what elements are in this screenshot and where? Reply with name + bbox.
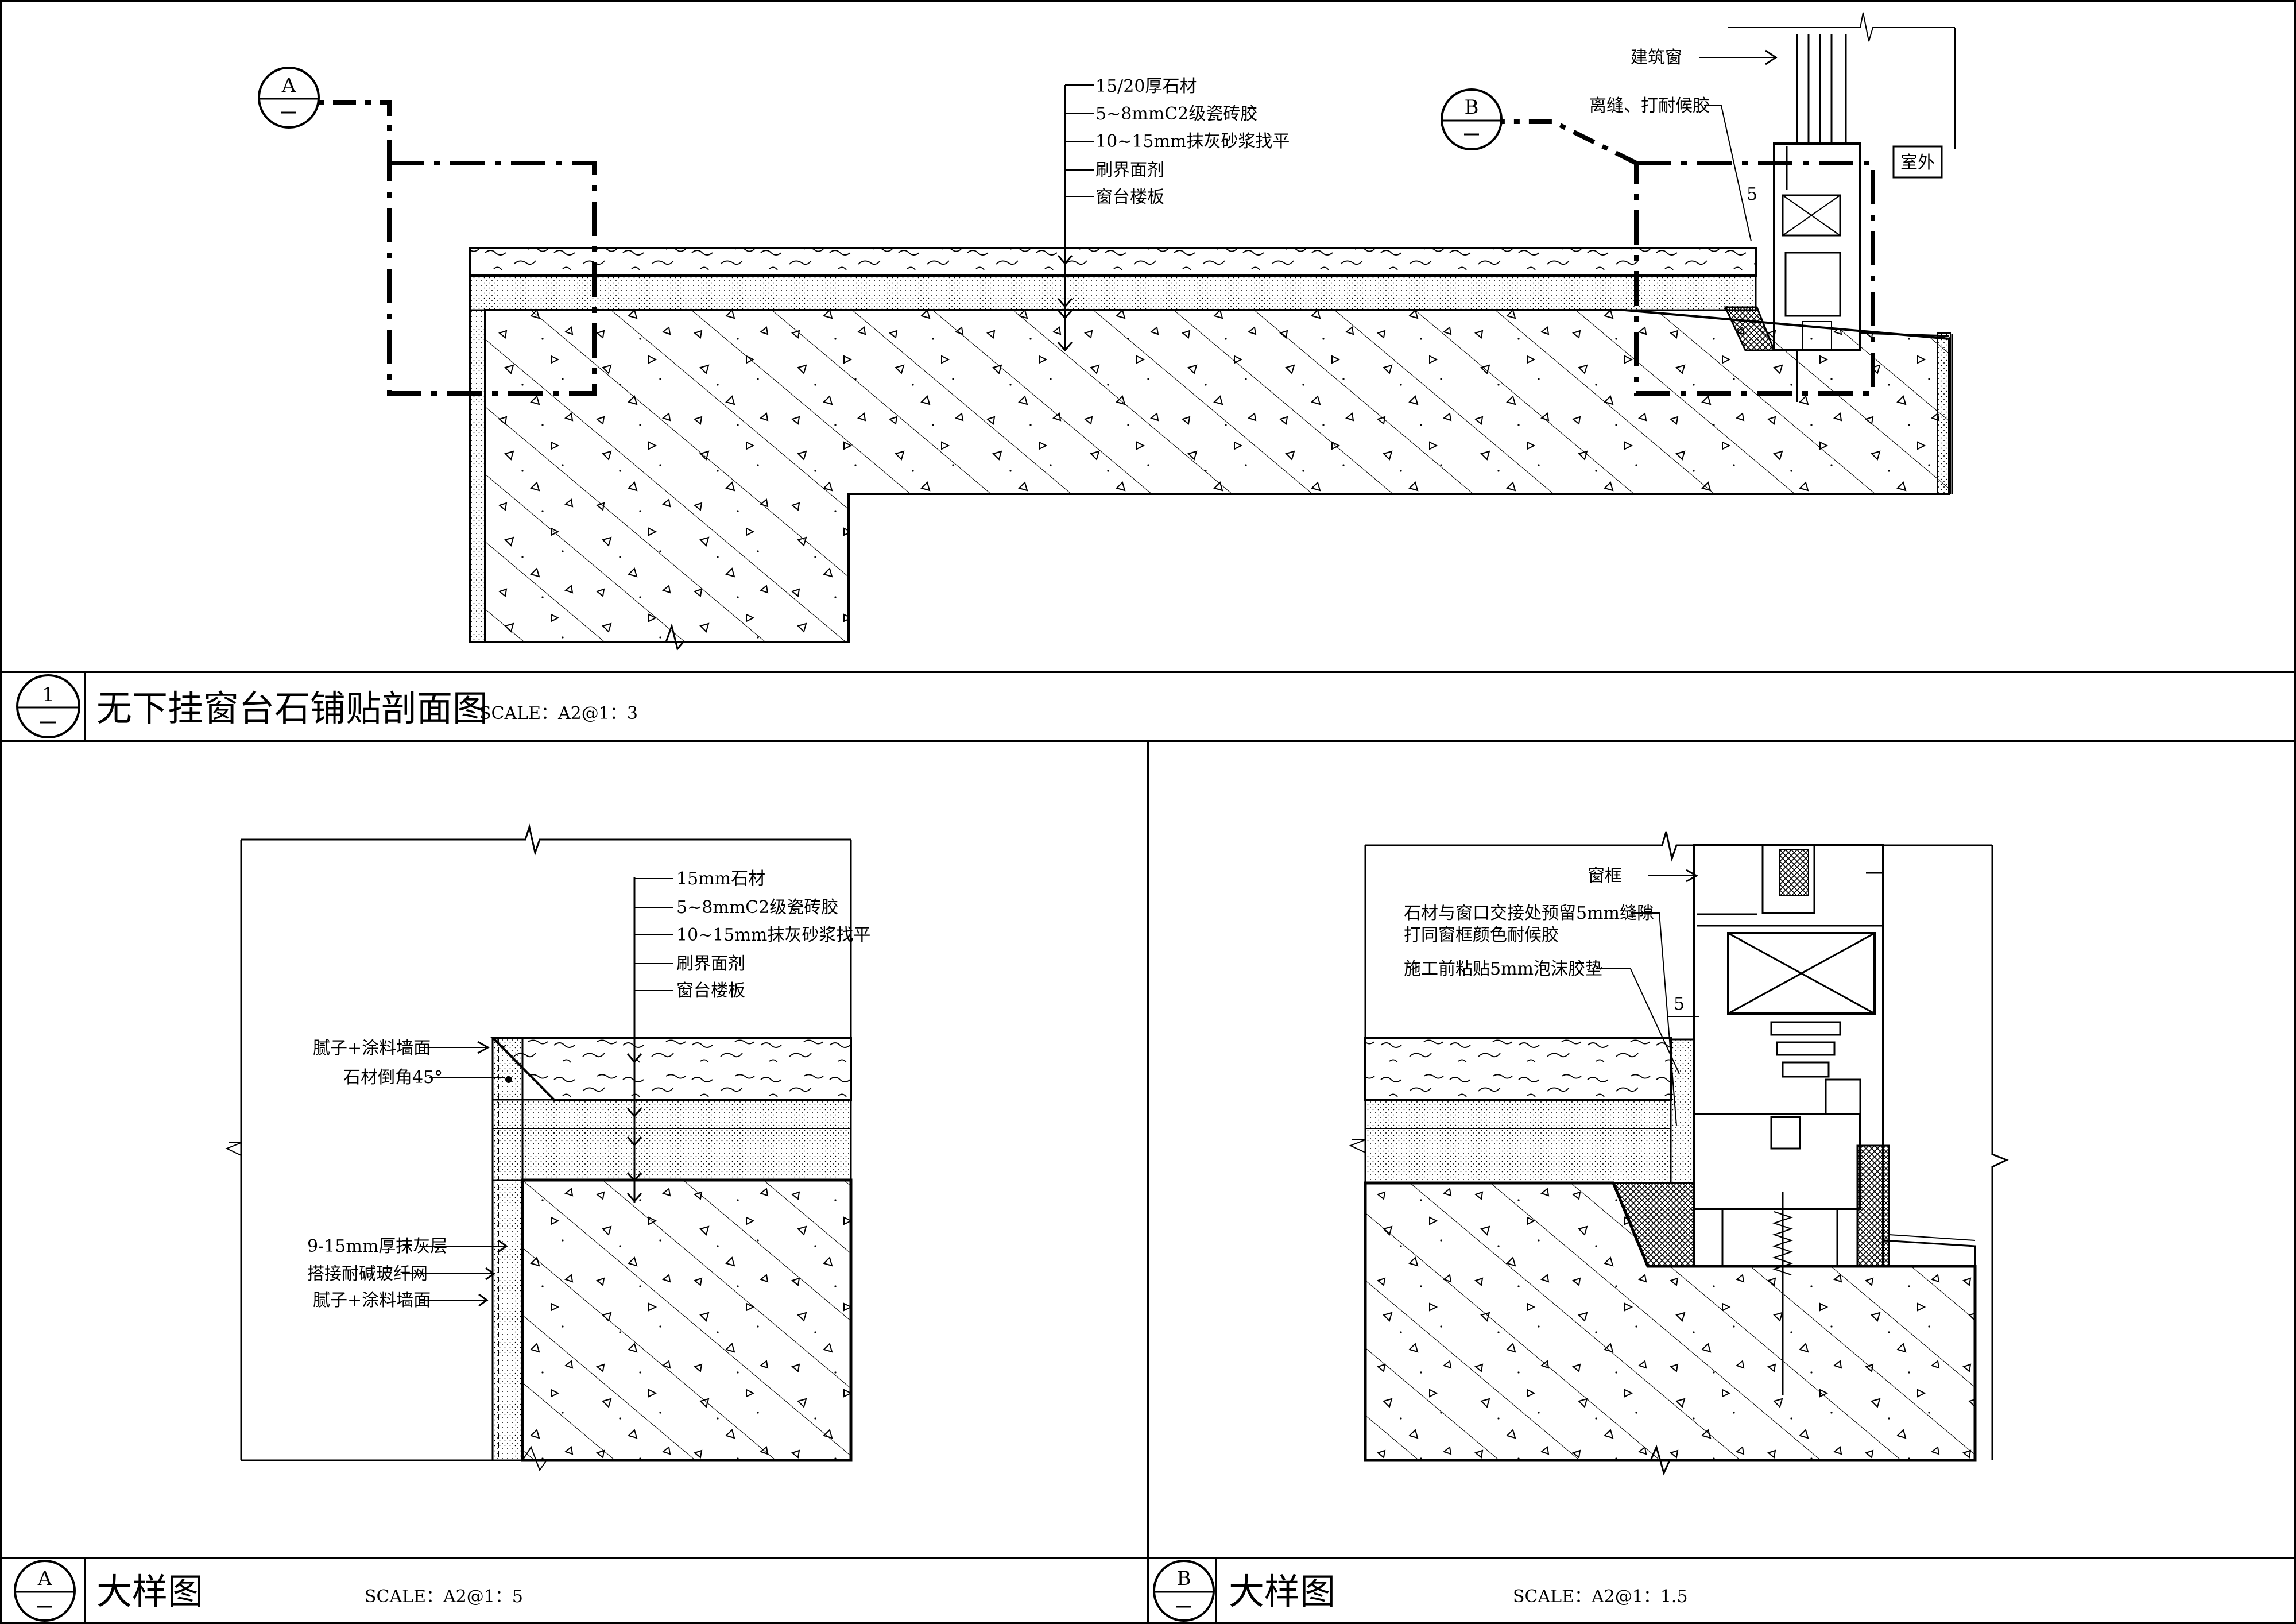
detail-a-letter-bubble: A [14,1560,76,1622]
detail-b-letter-bubble: B [1153,1560,1215,1622]
detail-b-view: 窗框 石材与窗口交接处预留5mm缝隙 打同窗框颜色耐候胶 施工前粘贴5mm泡沫胶… [1349,831,2009,1476]
detail-a-wall-plaster [491,1037,524,1461]
detail-boundary-a [387,161,597,396]
detail-b-letter: B [1177,1567,1191,1590]
main-layer-5: 窗台楼板 [1095,187,1164,207]
detail-a-layer-3: 10~15mm抹灰砂浆找平 [676,925,870,945]
window-label: 建筑窗 [1631,48,1682,68]
detail-a-title: 大样图 [96,1571,203,1613]
detail-a-stone [490,1037,852,1101]
main-layer-2: 5~8mmC2级瓷砖胶 [1095,104,1257,124]
outdoor-tag [1892,145,1943,179]
main-layer-leader: 15/20厚石材 5~8mmC2级瓷砖胶 10~15mm抹灰砂浆找平 刷界面剂 … [1057,76,1290,352]
callout-a-bubble[interactable]: A [258,67,320,129]
callout-b-label: B [1465,96,1479,119]
main-view-number-bubble: 1 [16,674,80,738]
detail-b-frame-label: 窗框 [1588,866,1622,886]
callout-a-label: A [281,74,296,97]
main-gap-dimension: 5 [1747,184,1757,204]
detail-b-label-foam: 施工前粘贴5mm泡沫胶垫 [1404,959,1602,979]
main-stone-layer [469,247,1757,277]
detail-a-left-label-5: 腻子+涂料墙面 [313,1290,431,1310]
main-screed-layer [469,274,1757,311]
detail-b-gap-dimension: 5 [1674,994,1685,1014]
main-layer-1: 15/20厚石材 [1095,76,1197,96]
detail-b-window-frame [1693,844,1976,1395]
main-view-scale: SCALE：A2@1：3 [479,703,638,724]
main-section-view: A B 15/20厚石材 5~8mmC2级瓷砖胶 10~15mm抹灰砂浆找平 刷… [258,12,1956,651]
detail-a-letter: A [37,1567,52,1590]
detail-a-left-label-1: 腻子+涂料墙面 [313,1038,431,1058]
detail-b-stone [1364,1037,1672,1101]
detail-b-scale: SCALE：A2@1：1.5 [1513,1587,1688,1607]
outdoor-label: 室外 [1900,153,1935,173]
detail-a-left-label-2: 石材倒角45° [343,1068,443,1088]
main-wall-plaster [469,309,486,643]
sealant-label: 离缝、打耐候胶 [1589,96,1710,116]
main-view-title: 无下挂窗台石铺贴剖面图 [96,687,488,729]
main-layer-4: 刷界面剂 [1095,160,1164,180]
detail-a-layer-1: 15mm石材 [676,869,765,889]
detail-a-layer-2: 5~8mmC2级瓷砖胶 [676,898,838,918]
detail-b-label-sealant: 打同窗框颜色耐候胶 [1404,925,1559,945]
detail-a-layer-4: 刷界面剂 [676,954,745,974]
detail-b-label-gap: 石材与窗口交接处预留5mm缝隙 [1404,903,1654,923]
detail-a-layer-5: 窗台楼板 [676,981,745,1001]
detail-a-view: 15mm石材 5~8mmC2级瓷砖胶 10~15mm抹灰砂浆找平 刷界面剂 窗台… [225,823,870,1472]
detail-a-scale: SCALE：A2@1：5 [365,1587,523,1607]
detail-b-screed [1364,1099,1672,1184]
main-view-number: 1 [42,683,55,706]
callout-b-bubble[interactable]: B [1441,88,1503,150]
detail-b-title: 大样图 [1229,1571,1335,1613]
detail-boundary-b [1634,161,1875,396]
main-layer-3: 10~15mm抹灰砂浆找平 [1095,132,1290,152]
detail-b-foam-pad [1670,1038,1695,1184]
main-window-frame [1773,34,1950,402]
